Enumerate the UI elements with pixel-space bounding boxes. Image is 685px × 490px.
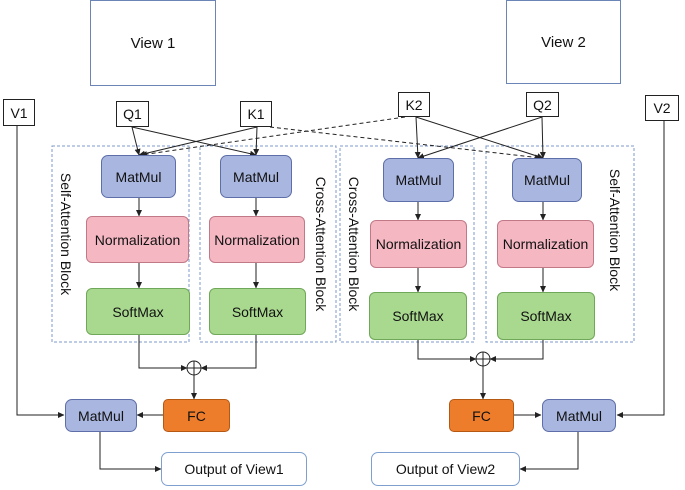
v2-label: V2 (653, 100, 671, 116)
edge-soft2-combine1 (200, 335, 257, 371)
view-1-label: View 1 (130, 34, 176, 52)
softmax-label: SoftMax (231, 303, 284, 320)
softmax-label: SoftMax (112, 303, 164, 320)
edge-v1-matmul-out1 (16, 126, 65, 418)
self-attention-block-right-label: Self-Attention Block (607, 168, 623, 292)
q2-label: Q2 (533, 96, 552, 113)
normalization-label: Normalization (94, 231, 181, 248)
normalization-self-left: Normalization (86, 216, 189, 263)
edge-k2-matmul3 (414, 116, 421, 159)
edge-q1-matmul1 (131, 126, 141, 156)
edge-q2-matmul3 (417, 116, 543, 159)
normalization-cross-right: Normalization (370, 220, 467, 268)
output-view-1-label: Output of View1 (184, 461, 284, 477)
v1-label: V1 (10, 104, 28, 121)
k2-input: K2 (398, 92, 430, 117)
normalization-label: Normalization (502, 236, 589, 252)
view-2-label: View 2 (541, 33, 586, 51)
matmul-output-right: MatMul (542, 399, 616, 432)
normalization-cross-left: Normalization (209, 216, 305, 263)
edge-matmul-out1-output1 (99, 432, 162, 472)
view-2-box: View 2 (506, 0, 621, 84)
edge-v2-matmul-out2 (616, 121, 665, 418)
matmul-label: MatMul (556, 407, 602, 424)
output-view-2: Output of View2 (371, 452, 520, 486)
matmul-label: MatMul (233, 168, 279, 185)
cross-attention-block-right (339, 145, 475, 343)
normalization-self-right: Normalization (497, 220, 594, 268)
cross-attention-block-left (199, 145, 337, 343)
softmax-cross-left: SoftMax (209, 288, 306, 335)
fc-left: FC (163, 399, 230, 432)
self-attention-block-left-label: Self-Attention Block (58, 172, 74, 296)
edge-soft4-combine2 (489, 340, 544, 362)
v1-input: V1 (3, 99, 35, 126)
q2-input: Q2 (526, 92, 559, 117)
self-attention-block-right (485, 145, 635, 343)
matmul-output-left: MatMul (65, 399, 137, 432)
self-attention-block-left (51, 145, 190, 343)
edge-q1-matmul2 (131, 126, 257, 157)
fc-label: FC (472, 407, 491, 424)
output-view-2-label: Output of View2 (395, 461, 496, 477)
view-1-box: View 1 (90, 0, 216, 86)
edge-matmul-out2-output2 (519, 432, 579, 472)
cross-attention-block-left-label: Cross-Attention Block (313, 176, 329, 312)
edge-soft3-combine2 (417, 340, 477, 362)
edge-k2-matmul1-dashed (140, 116, 406, 158)
softmax-label: SoftMax (520, 308, 572, 324)
softmax-label: SoftMax (392, 308, 444, 324)
edge-k1-matmul2 (253, 126, 260, 156)
k2-label: K2 (405, 96, 423, 113)
fc-label: FC (187, 407, 206, 424)
k1-input: K1 (240, 101, 272, 127)
edge-q2-matmul4 (539, 116, 546, 159)
output-view-1: Output of View1 (161, 452, 307, 486)
normalization-label: Normalization (375, 236, 462, 252)
cross-attention-block-right-label: Cross-Attention Block (346, 176, 362, 312)
matmul-cross-right: MatMul (383, 158, 454, 202)
matmul-self-left: MatMul (101, 155, 176, 198)
q1-label: Q1 (123, 106, 142, 122)
matmul-self-right: MatMul (512, 158, 582, 202)
edge-k1-matmul4-dashed (269, 126, 542, 161)
matmul-label: MatMul (78, 407, 124, 424)
matmul-label: MatMul (115, 168, 162, 185)
edge-soft1-combine1 (138, 335, 188, 371)
q1-input: Q1 (116, 101, 149, 127)
matmul-label: MatMul (395, 172, 442, 188)
matmul-label: MatMul (524, 172, 570, 188)
k1-label: K1 (247, 106, 265, 122)
softmax-cross-right: SoftMax (369, 292, 467, 340)
v2-input: V2 (645, 95, 679, 121)
matmul-cross-left: MatMul (220, 155, 292, 198)
softmax-self-right: SoftMax (497, 292, 595, 340)
normalization-label: Normalization (214, 231, 300, 248)
softmax-self-left: SoftMax (86, 288, 190, 335)
edge-k1-matmul1 (138, 126, 258, 157)
fc-right: FC (449, 399, 514, 432)
